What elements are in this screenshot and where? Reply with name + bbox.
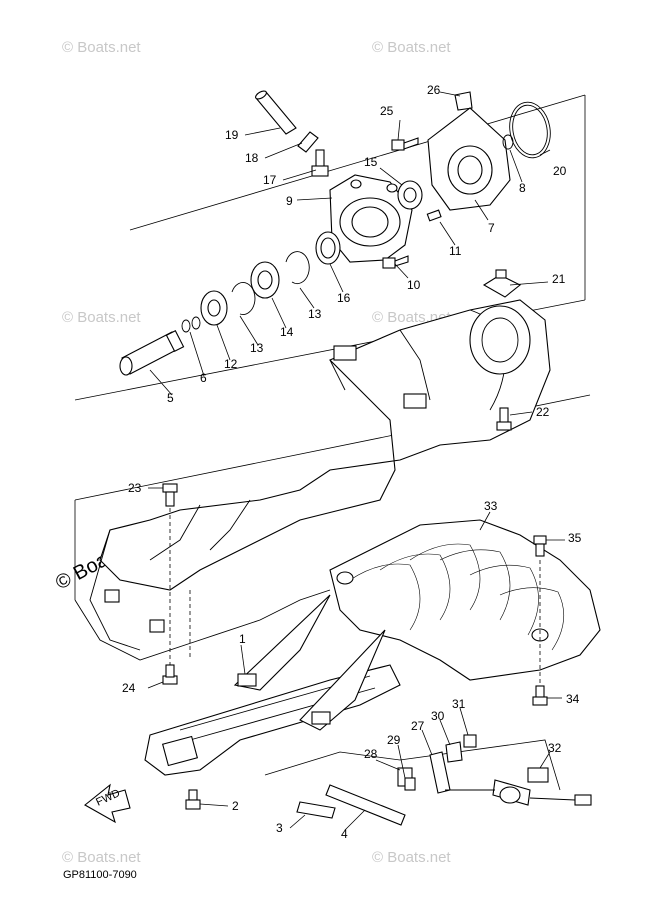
callout-20: 20 — [553, 164, 567, 178]
callout-32: 32 — [548, 741, 562, 755]
watermark-text: © Boats.net — [372, 849, 451, 866]
callout-11: 11 — [449, 244, 462, 258]
part-4-strip — [325, 784, 406, 826]
callout-13-upper: 13 — [308, 307, 322, 321]
callout-2: 2 — [232, 799, 239, 813]
callout-1: 1 — [239, 632, 246, 646]
callout-5: 5 — [167, 391, 174, 405]
part-7-cover — [427, 107, 511, 211]
part-23-bolt — [162, 483, 178, 507]
part-9-housing — [329, 174, 413, 263]
part-21-plate — [482, 269, 522, 298]
part-13-circlip-upper — [285, 251, 310, 285]
part-6-o-rings — [181, 316, 201, 333]
part-29-clip — [404, 777, 416, 791]
callout-labels: 1 2 3 4 5 6 7 8 9 10 11 12 13 13 14 15 1… — [122, 83, 582, 841]
part-15-bearing — [397, 180, 423, 210]
pump-housing — [74, 299, 551, 661]
part-24-bolt — [162, 664, 178, 685]
part-25-bolt — [391, 137, 419, 151]
part-12-bearing — [200, 290, 228, 326]
callout-14: 14 — [280, 325, 294, 339]
callout-24: 24 — [122, 681, 136, 695]
drawing-code: GP81100-7090 — [63, 869, 137, 881]
part-13-circlip-lower — [231, 282, 256, 315]
callout-28: 28 — [364, 747, 378, 761]
part-17-bolt — [311, 149, 329, 177]
part-35-bolt — [533, 535, 547, 557]
part-20-o-ring — [509, 101, 551, 159]
callout-22: 22 — [536, 405, 550, 419]
part-5-shaft — [119, 329, 185, 376]
callout-34: 34 — [566, 692, 580, 706]
callout-19: 19 — [225, 128, 239, 142]
part-32-cap — [527, 767, 549, 783]
part-2-bolt — [185, 789, 201, 810]
part-1-mount — [144, 594, 401, 776]
callout-16: 16 — [337, 291, 351, 305]
callout-8: 8 — [519, 181, 526, 195]
callout-7: 7 — [488, 221, 495, 235]
callout-23: 23 — [128, 481, 142, 495]
fwd-arrow: FWD — [84, 783, 131, 824]
watermark-text: © Boats.net — [62, 309, 141, 326]
part-18-clip — [297, 131, 319, 153]
part-19-pin — [255, 90, 297, 135]
watermark-text: © Boats.net — [372, 39, 451, 56]
bracket-line — [264, 739, 561, 791]
callout-10: 10 — [407, 278, 421, 292]
part-16-seal — [315, 231, 341, 265]
callout-15: 15 — [364, 155, 378, 169]
cable-assembly — [445, 779, 592, 806]
part-8-ring — [502, 134, 514, 150]
callout-9: 9 — [286, 194, 293, 208]
callout-27: 27 — [411, 719, 425, 733]
part-14-bearing — [250, 261, 280, 299]
leader-lines — [147, 91, 565, 831]
part-10-bolt — [382, 255, 409, 269]
callout-33: 33 — [484, 499, 498, 513]
callout-31: 31 — [452, 697, 466, 711]
callout-29: 29 — [387, 733, 401, 747]
part-30-bracket — [445, 741, 463, 763]
part-3-pad — [296, 801, 336, 819]
part-33-grate — [329, 519, 601, 681]
part-31-nut — [463, 734, 477, 748]
callout-30: 30 — [431, 709, 445, 723]
callout-6: 6 — [200, 371, 207, 385]
part-11-pin — [426, 209, 442, 222]
callout-26: 26 — [427, 83, 441, 97]
callout-17: 17 — [263, 173, 277, 187]
callout-12: 12 — [224, 357, 238, 371]
part-34-bolt — [532, 685, 548, 706]
callout-21: 21 — [552, 272, 566, 286]
watermark-text: © Boats.net — [62, 39, 141, 56]
part-26-plate — [454, 91, 473, 111]
callout-4: 4 — [341, 827, 348, 841]
watermark-text: © Boats.net — [62, 849, 141, 866]
callout-35: 35 — [568, 531, 582, 545]
callout-18: 18 — [245, 151, 259, 165]
callout-25: 25 — [380, 104, 394, 118]
callout-3: 3 — [276, 821, 283, 835]
callout-13-lower: 13 — [250, 341, 264, 355]
part-22-bolt — [496, 407, 512, 431]
